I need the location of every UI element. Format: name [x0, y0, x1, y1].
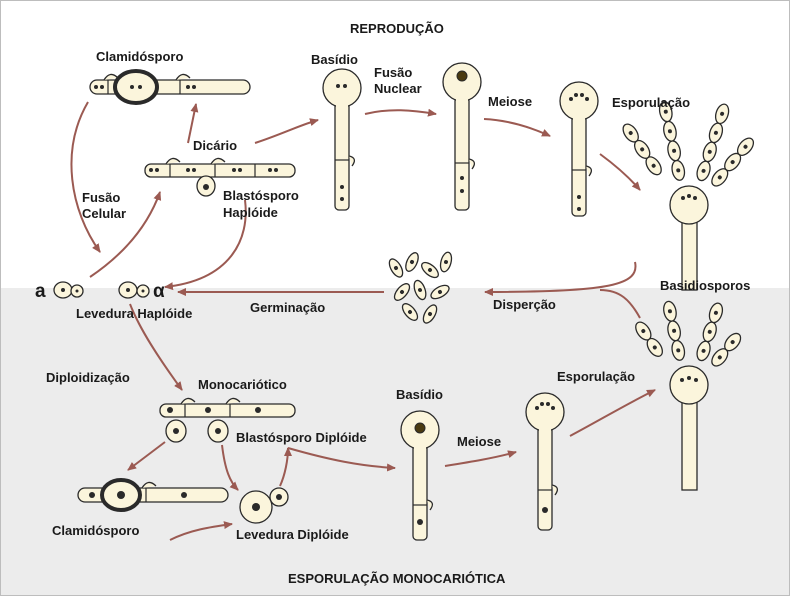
label-cell-fusion-2: Celular — [82, 206, 126, 221]
label-basidium-top: Basídio — [311, 52, 358, 67]
label-nuclear-fusion-2: Nuclear — [374, 81, 422, 96]
label-chlamydospore-top: Clamidósporo — [96, 49, 183, 64]
label-monokaryotic: Monocariótico — [198, 377, 287, 392]
label-meiosis-top: Meiose — [488, 94, 532, 109]
label-dispersal: Disperção — [493, 297, 556, 312]
label-sporulation-bottom: Esporulação — [557, 369, 635, 384]
label-haploid-blastospore-2: Haplóide — [223, 205, 278, 220]
label-diploid-yeast: Levedura Diplóide — [236, 527, 349, 542]
label-chlamydospore-bottom: Clamidósporo — [52, 523, 139, 538]
label-cell-fusion-1: Fusão — [82, 190, 120, 205]
section-title-reproduction: REPRODUÇÃO — [350, 21, 444, 36]
label-haploid-blastospore-1: Blastósporo — [223, 188, 299, 203]
section-title-monokaryotic-sporulation: ESPORULAÇÃO MONOCARIÓTICA — [288, 571, 506, 586]
label-mating-type-alpha: α — [153, 281, 165, 302]
label-germination: Germinação — [250, 300, 325, 315]
label-mating-type-a: a — [35, 281, 46, 302]
label-haploid-yeast: Levedura Haplóide — [76, 306, 192, 321]
label-diploid-blastospore: Blastósporo Diplóide — [236, 430, 367, 445]
label-basidium-bottom: Basídio — [396, 387, 443, 402]
label-diploidization: Diploidização — [46, 370, 130, 385]
label-dikaryon: Dicário — [193, 138, 237, 153]
label-meiosis-bottom: Meiose — [457, 434, 501, 449]
label-basidiospores: Basidiosporos — [660, 278, 750, 293]
label-sporulation-top: Esporulação — [612, 95, 690, 110]
label-nuclear-fusion-1: Fusão — [374, 65, 412, 80]
